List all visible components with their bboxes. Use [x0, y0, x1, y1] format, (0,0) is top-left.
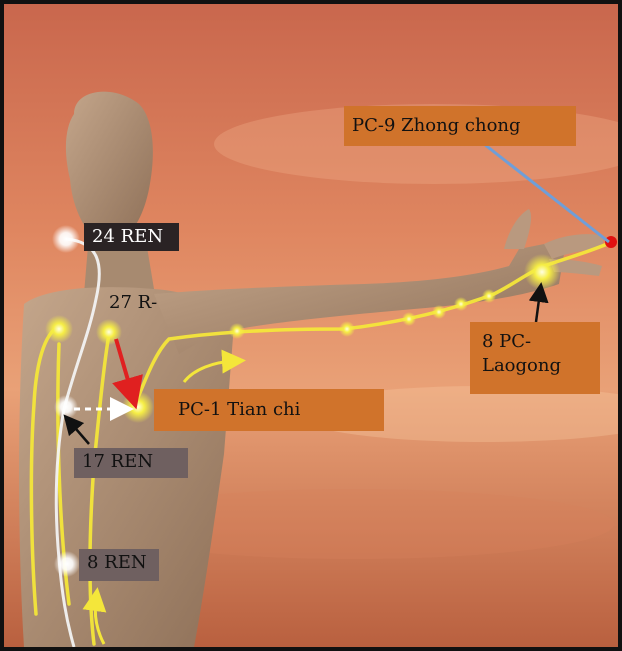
label-ren8: 8 REN [79, 549, 159, 581]
label-ren17: 17 REN [74, 448, 188, 478]
label-pc8: 8 PC- Laogong [470, 322, 600, 394]
label-pc8-line1: 8 PC- [482, 330, 588, 354]
label-pc8-line2: Laogong [482, 354, 588, 378]
label-pc1: PC-1 Tian chi [154, 389, 384, 431]
label-r27: 27 R- [109, 293, 157, 314]
label-ren24: 24 REN [84, 223, 179, 251]
label-pc9: PC-9 Zhong chong [344, 106, 576, 146]
